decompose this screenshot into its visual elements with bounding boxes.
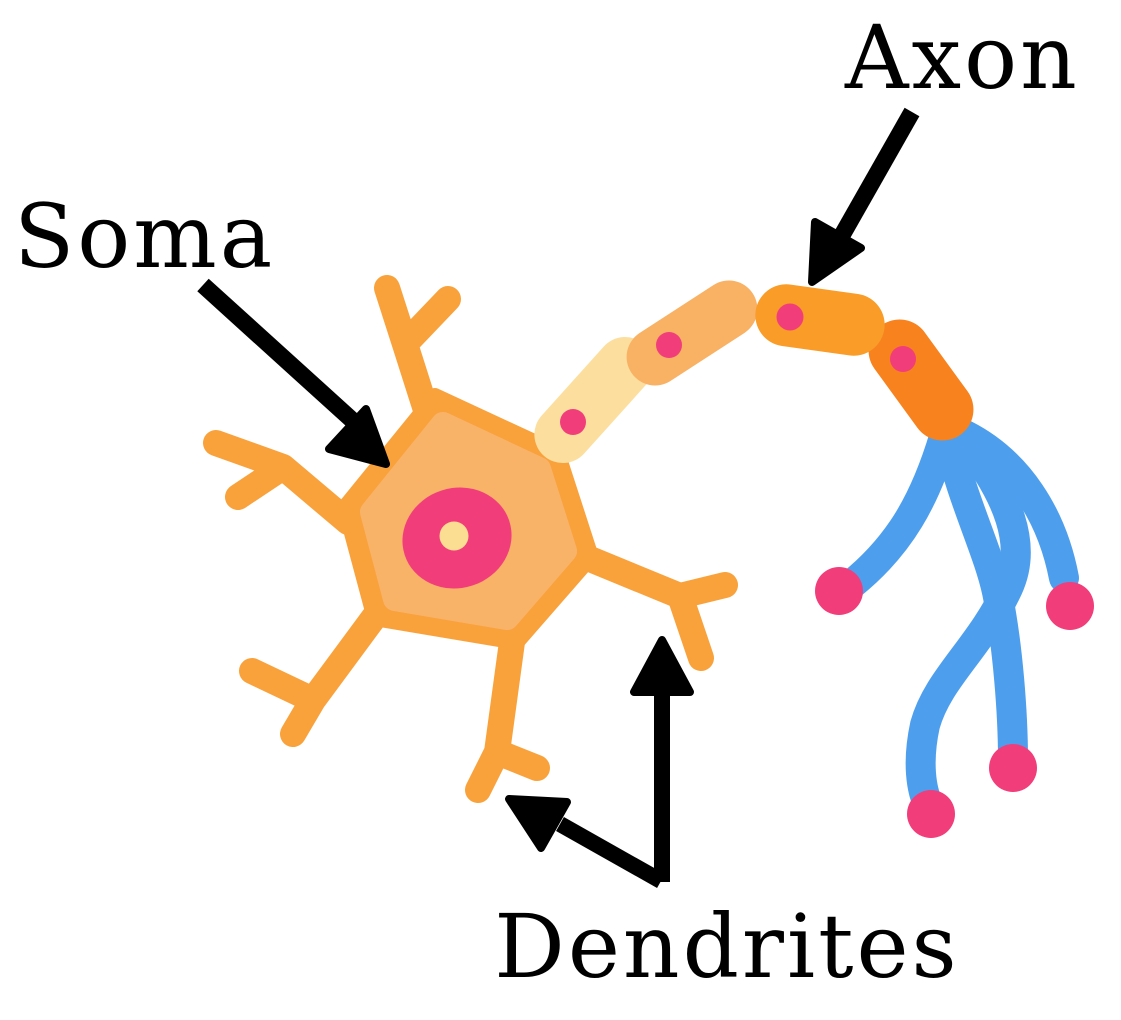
axon-segment-1-dot xyxy=(560,409,586,435)
dendrite-right xyxy=(577,546,738,671)
soma-body xyxy=(337,388,599,650)
axon-segment-2 xyxy=(626,280,758,386)
axon-label: Axon xyxy=(844,6,1080,109)
axon-segment-2-dot xyxy=(656,332,682,358)
soma-arrowhead xyxy=(325,405,390,468)
axon-segments xyxy=(534,280,758,464)
dendrites-arrow-left xyxy=(505,795,665,888)
axon-terminals xyxy=(815,420,1094,838)
annotation-labels: Soma Axon Dendrites xyxy=(14,6,1080,998)
axon-segments-distal xyxy=(755,284,974,441)
axon-segment-4-dot xyxy=(890,346,916,372)
terminal-branch-long xyxy=(905,426,1031,821)
terminal-branch-left xyxy=(837,422,959,599)
nucleolus xyxy=(439,521,469,551)
axon-arrowhead xyxy=(808,218,865,286)
axon-segment-3 xyxy=(755,284,885,356)
axon-arrow xyxy=(808,107,920,286)
dendrites-label: Dendrites xyxy=(494,895,959,998)
terminal-knob-left xyxy=(815,567,863,615)
soma-arrow xyxy=(197,278,390,468)
terminal-knob-bottom xyxy=(907,790,955,838)
dendrites-up-arrowhead xyxy=(630,636,694,696)
dendrite-upper-left xyxy=(203,430,361,535)
dendrite-lower-left xyxy=(239,599,391,747)
annotation-arrows xyxy=(197,107,920,888)
dendrites xyxy=(203,275,738,803)
soma-label: Soma xyxy=(14,185,275,288)
dendrites-left-arrowhead xyxy=(505,795,571,852)
terminal-knob-middle xyxy=(989,744,1037,792)
dendrites-arrow-up xyxy=(630,636,694,882)
axon-segment-3-dot xyxy=(776,303,804,331)
dendrite-bottom xyxy=(465,629,550,803)
terminal-knob-right xyxy=(1046,582,1094,630)
